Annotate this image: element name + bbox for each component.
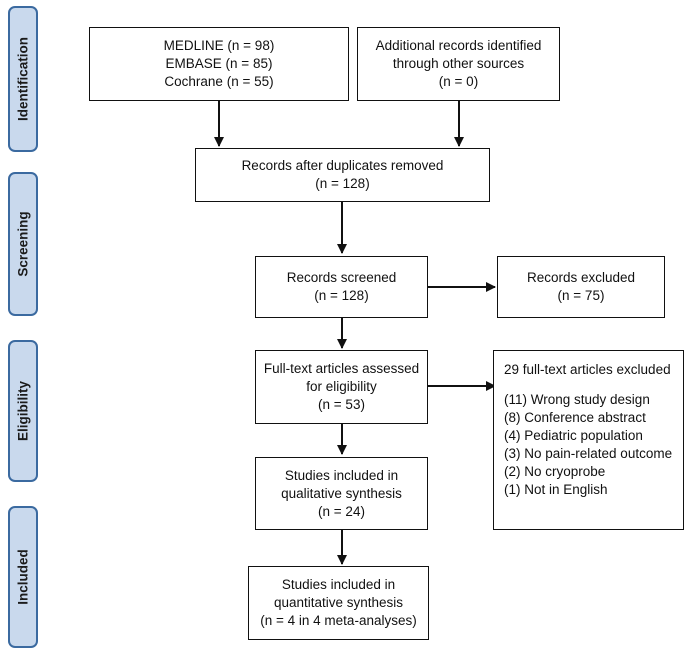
- box-quantitative-synthesis: Studies included in quantitative synthes…: [248, 566, 429, 640]
- exclusion-reason: (2) No cryoprobe: [504, 464, 606, 479]
- additional-line-2: through other sources: [392, 56, 525, 71]
- excluded-count: (n = 75): [557, 288, 605, 303]
- after-duplicates-label: Records after duplicates removed: [241, 158, 444, 173]
- box-additional-records: Additional records identified through ot…: [357, 27, 560, 101]
- exclusion-reason: (8) Conference abstract: [504, 410, 646, 425]
- fulltext-count: (n = 53): [318, 397, 365, 412]
- quantitative-line-1: Studies included in: [281, 577, 396, 592]
- qualitative-line-2: qualitative synthesis: [281, 485, 402, 501]
- fulltext-line-2: for eligibility: [306, 379, 377, 394]
- box-fulltext-excluded: 29 full-text articles excluded (11) Wron…: [493, 350, 684, 530]
- screened-label: Records screened: [286, 270, 397, 285]
- quantitative-count: (n = 4 in 4 meta-analyses): [260, 613, 417, 628]
- phase-screening: Screening: [8, 172, 38, 316]
- screened-count: (n = 128): [314, 288, 369, 303]
- additional-line-1: Additional records identified: [375, 38, 542, 53]
- box-records-excluded: Records excluded (n = 75): [497, 256, 665, 318]
- after-duplicates-count: (n = 128): [315, 176, 370, 191]
- exclusion-reason: (11) Wrong study design: [504, 392, 650, 407]
- fulltext-line-1: Full-text articles assessed: [263, 361, 420, 376]
- phase-eligibility: Eligibility: [8, 340, 38, 482]
- phase-identification: Identification: [8, 6, 38, 152]
- database-embase: EMBASE (n = 85): [165, 56, 273, 71]
- exclusion-reason: (3) No pain-related outcome: [504, 446, 673, 461]
- qualitative-line-1: Studies included in: [284, 467, 399, 483]
- box-fulltext-assessed: Full-text articles assessed for eligibil…: [255, 350, 428, 424]
- additional-count: (n = 0): [438, 74, 479, 89]
- quantitative-line-2: quantitative synthesis: [273, 595, 404, 610]
- qualitative-count: (n = 24): [318, 503, 365, 519]
- fulltext-excluded-title: 29 full-text articles excluded: [504, 362, 671, 377]
- phase-included: Included: [8, 506, 38, 648]
- box-after-duplicates: Records after duplicates removed (n = 12…: [195, 148, 490, 202]
- box-records-screened: Records screened (n = 128): [255, 256, 428, 318]
- excluded-label: Records excluded: [526, 270, 636, 285]
- database-medline: MEDLINE (n = 98): [163, 38, 275, 53]
- box-database-records: MEDLINE (n = 98) EMBASE (n = 85) Cochran…: [89, 27, 349, 101]
- box-qualitative-synthesis: Studies included in qualitative synthesi…: [255, 457, 428, 530]
- exclusion-reason: (4) Pediatric population: [504, 428, 643, 443]
- database-cochrane: Cochrane (n = 55): [164, 74, 274, 89]
- exclusion-reason: (1) Not in English: [504, 482, 608, 497]
